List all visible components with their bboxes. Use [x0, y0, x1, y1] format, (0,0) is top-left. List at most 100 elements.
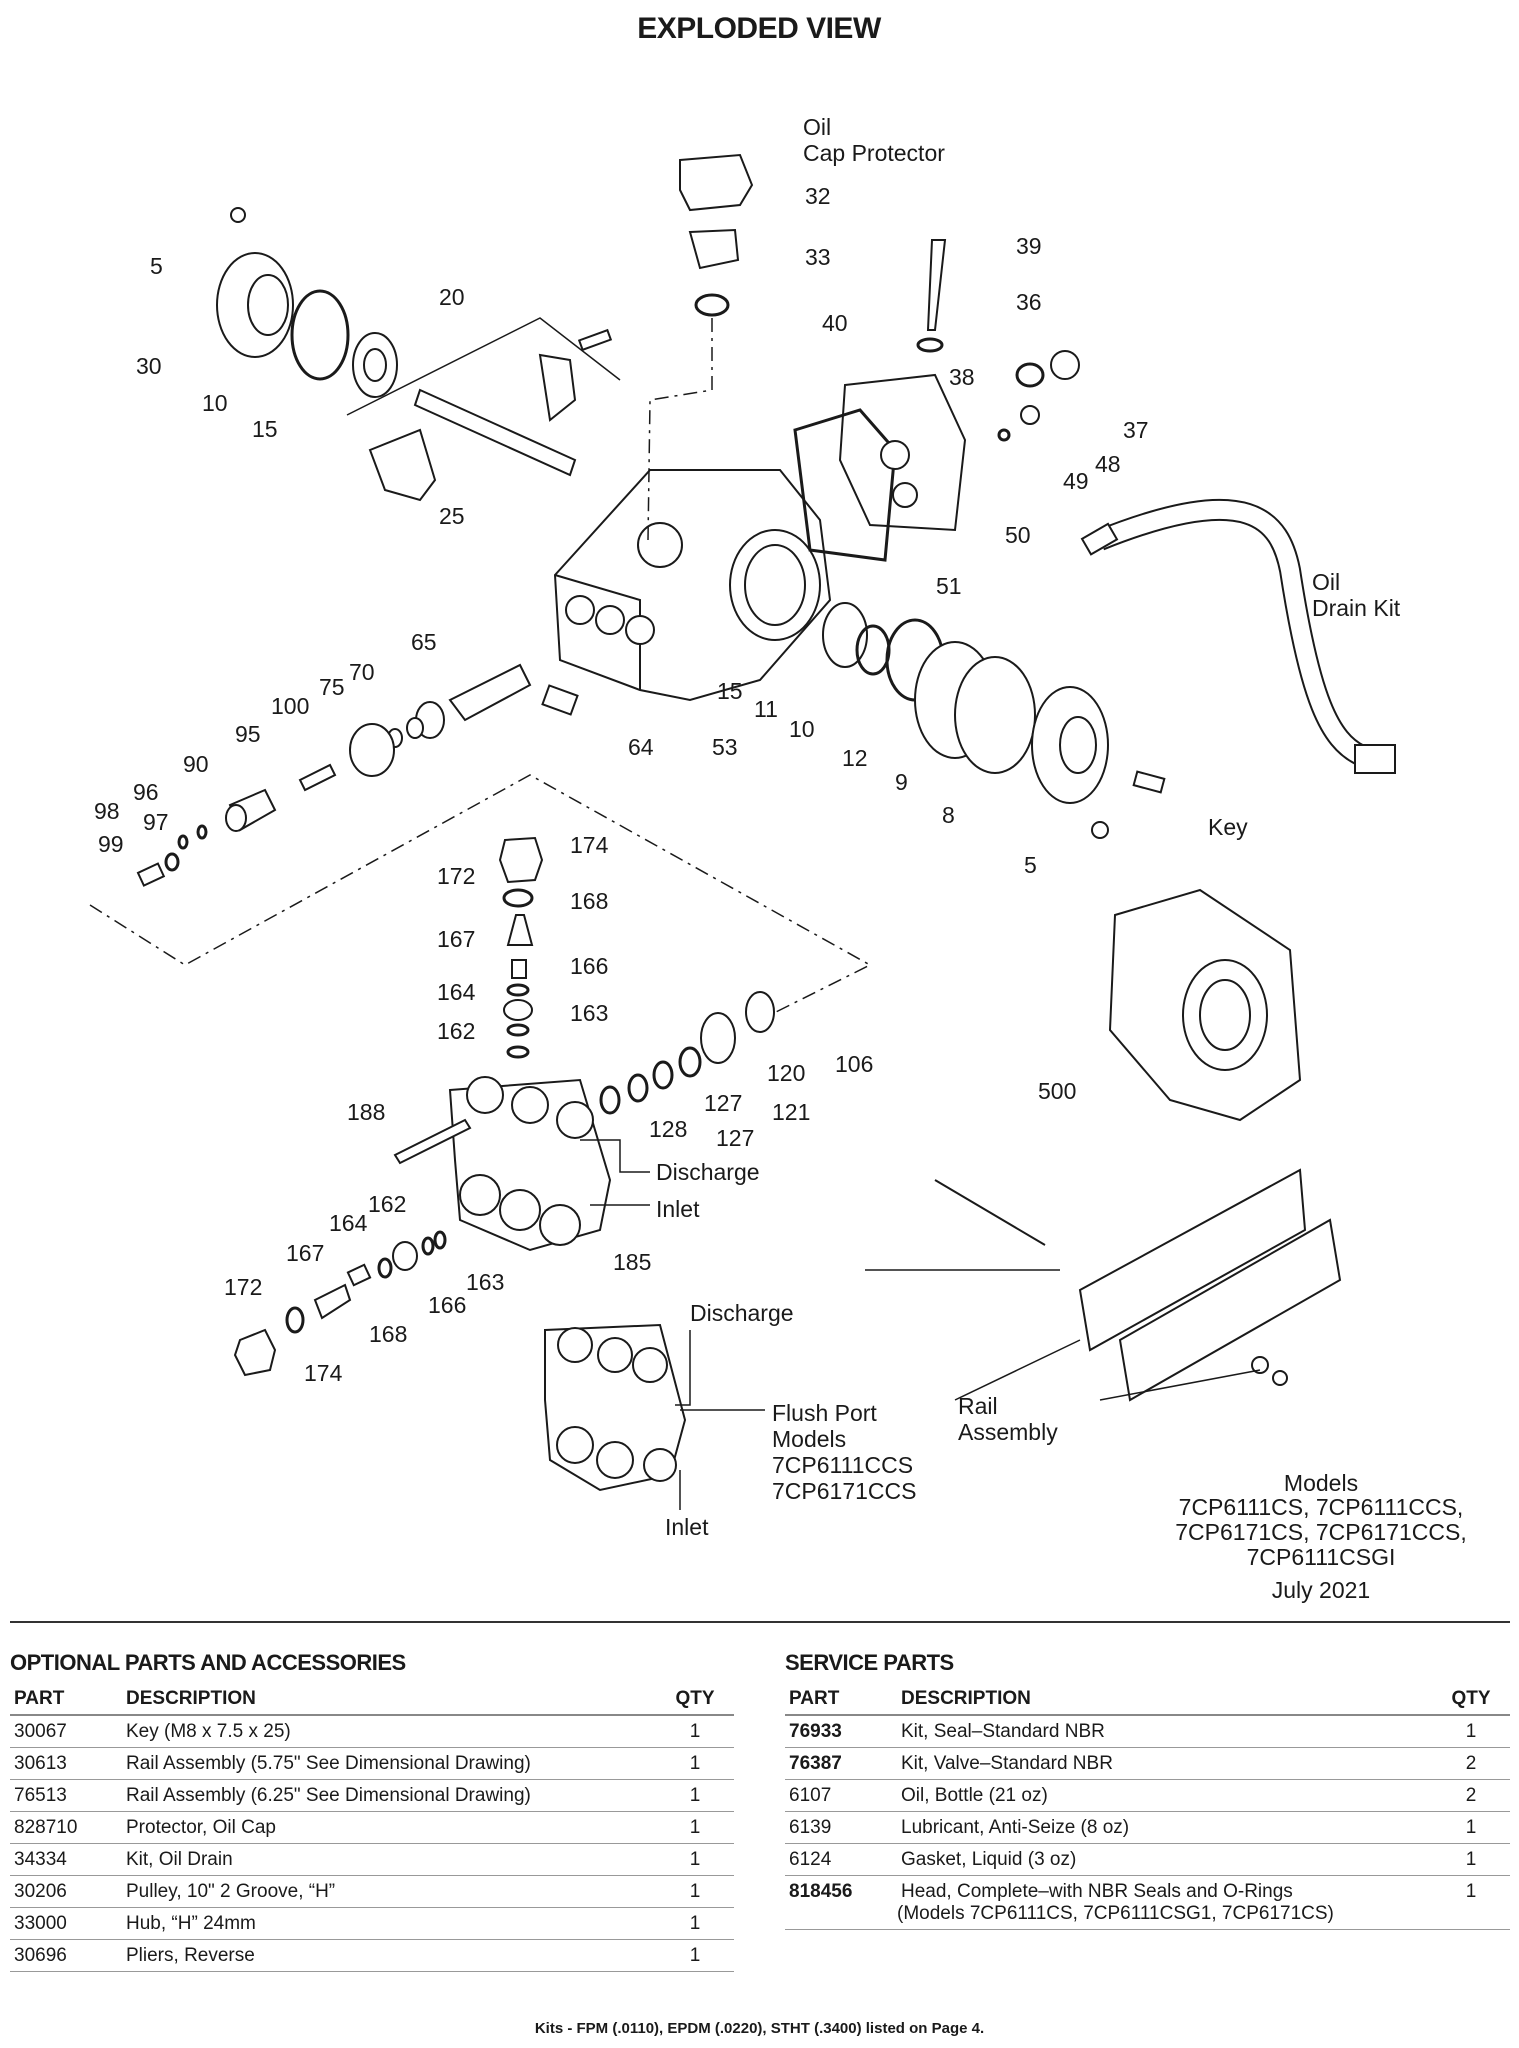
callout-text: Inlet	[665, 1514, 709, 1540]
part-description-cell: Kit, Oil Drain	[122, 1843, 656, 1876]
part-callout: 99	[98, 831, 124, 857]
part-description: Kit, Valve–Standard NBR	[901, 1753, 1113, 1774]
models-line: 7CP6111CSGI	[1247, 1544, 1396, 1570]
part-number: 6124	[785, 1843, 897, 1876]
part-callout: 51	[936, 573, 962, 599]
part-description: Hub, “H” 24mm	[126, 1913, 256, 1934]
part-description: Kit, Oil Drain	[126, 1849, 233, 1870]
part-number: 76933	[785, 1715, 897, 1748]
part-callout: 9	[895, 769, 908, 795]
optional-parts-title: OPTIONAL PARTS AND ACCESSORIES	[10, 1650, 406, 1675]
part-description-cell: Rail Assembly (5.75" See Dimensional Dra…	[122, 1747, 656, 1780]
part-callout: 48	[1095, 451, 1121, 477]
part-description-cell: Protector, Oil Cap	[122, 1811, 656, 1844]
callout-text: Discharge	[656, 1159, 760, 1185]
part-description: Rail Assembly (6.25" See Dimensional Dra…	[126, 1785, 531, 1806]
column-header-qty: QTY	[656, 1684, 734, 1716]
part-callout: 25	[439, 503, 465, 529]
part-callout: 65	[411, 629, 437, 655]
pump-parts-drawing	[89, 153, 1396, 1510]
part-number: 6139	[785, 1811, 897, 1844]
models-line: 7CP6171CS, 7CP6171CCS,	[1175, 1519, 1467, 1545]
part-qty: 1	[1432, 1843, 1510, 1876]
part-callout: 100	[271, 693, 309, 719]
part-qty: 1	[656, 1907, 734, 1940]
callout-text: Discharge	[690, 1300, 794, 1326]
part-qty: 1	[656, 1747, 734, 1780]
part-description-cell: Kit, Seal–Standard NBR	[897, 1715, 1432, 1748]
part-number: 33000	[10, 1907, 122, 1940]
part-callout: 164	[329, 1210, 368, 1236]
part-description: Lubricant, Anti-Seize (8 oz)	[901, 1817, 1130, 1838]
part-description-cell: Hub, “H” 24mm	[122, 1907, 656, 1940]
part-description: Oil, Bottle (21 oz)	[901, 1785, 1048, 1806]
part-description-cell: Lubricant, Anti-Seize (8 oz)	[897, 1811, 1432, 1844]
part-qty: 1	[1432, 1811, 1510, 1844]
exploded-view-diagram: EXPLODED VIEW	[89, 12, 1467, 1603]
part-callout: 162	[368, 1191, 406, 1217]
part-callout: 120	[767, 1060, 805, 1086]
part-qty: 1	[1432, 1715, 1510, 1748]
part-qty: 2	[1432, 1779, 1510, 1812]
part-description-cell: Rail Assembly (6.25" See Dimensional Dra…	[122, 1779, 656, 1812]
part-callout: 185	[613, 1249, 651, 1275]
optional-parts-section: OPTIONAL PARTS AND ACCESSORIES PART DESC…	[10, 1650, 734, 1972]
kits-footnote: Kits - FPM (.0110), EPDM (.0220), STHT (…	[534, 2020, 985, 2037]
part-description: Pliers, Reverse	[126, 1945, 255, 1966]
callout-text: Models	[772, 1426, 846, 1452]
part-callout: 168	[369, 1321, 407, 1347]
part-description-note: (Models 7CP6111CS, 7CP6111CSG1, 7CP6171C…	[897, 1903, 1334, 1924]
column-header-description: DESCRIPTION	[122, 1684, 656, 1716]
part-callout: 5	[1024, 852, 1037, 878]
part-number: 30696	[10, 1939, 122, 1972]
part-callout: 168	[570, 888, 608, 914]
callout-text: Rail	[958, 1393, 998, 1419]
callout-text: Cap Protector	[803, 140, 945, 166]
service-parts-section: SERVICE PARTS PART DESCRIPTION QTY 76933…	[785, 1650, 1510, 1930]
service-parts-title: SERVICE PARTS	[785, 1650, 954, 1675]
part-qty: 1	[656, 1875, 734, 1908]
callout-text: Oil	[1312, 569, 1340, 595]
part-callout: 20	[439, 284, 465, 310]
part-number: 818456	[785, 1875, 897, 1930]
part-callout: 70	[349, 659, 375, 685]
part-callout: 128	[649, 1116, 687, 1142]
callout-text: Key	[1208, 814, 1248, 840]
part-callout: 127	[716, 1125, 754, 1151]
part-callout: 167	[286, 1240, 324, 1266]
part-qty: 1	[656, 1843, 734, 1876]
part-callout: 166	[428, 1292, 466, 1318]
page-title: EXPLODED VIEW	[637, 12, 882, 45]
column-header-description: DESCRIPTION	[897, 1684, 1432, 1716]
part-callout: 98	[94, 798, 120, 824]
part-callout: 40	[822, 310, 848, 336]
part-callout: 30	[136, 353, 162, 379]
part-callout: 64	[628, 734, 654, 760]
callout-text: Flush Port	[772, 1400, 877, 1426]
part-description: Head, Complete–with NBR Seals and O-Ring…	[901, 1881, 1293, 1902]
part-number: 828710	[10, 1811, 122, 1844]
part-callout: 32	[805, 183, 831, 209]
part-callout: 106	[835, 1051, 873, 1077]
part-callout: 38	[949, 364, 975, 390]
part-number: 76387	[785, 1747, 897, 1780]
part-callout: 162	[437, 1018, 475, 1044]
part-callout: 166	[570, 953, 608, 979]
models-line: 7CP6111CS, 7CP6111CCS,	[1179, 1494, 1464, 1520]
part-callout: 97	[143, 809, 169, 835]
part-callout: 75	[319, 674, 345, 700]
part-callout: 90	[183, 751, 209, 777]
part-description-cell: Gasket, Liquid (3 oz)	[897, 1843, 1432, 1876]
part-description: Pulley, 10" 2 Groove, “H”	[126, 1881, 336, 1902]
callout-text: 7CP6111CCS	[772, 1452, 913, 1478]
part-callout: 174	[570, 832, 609, 858]
